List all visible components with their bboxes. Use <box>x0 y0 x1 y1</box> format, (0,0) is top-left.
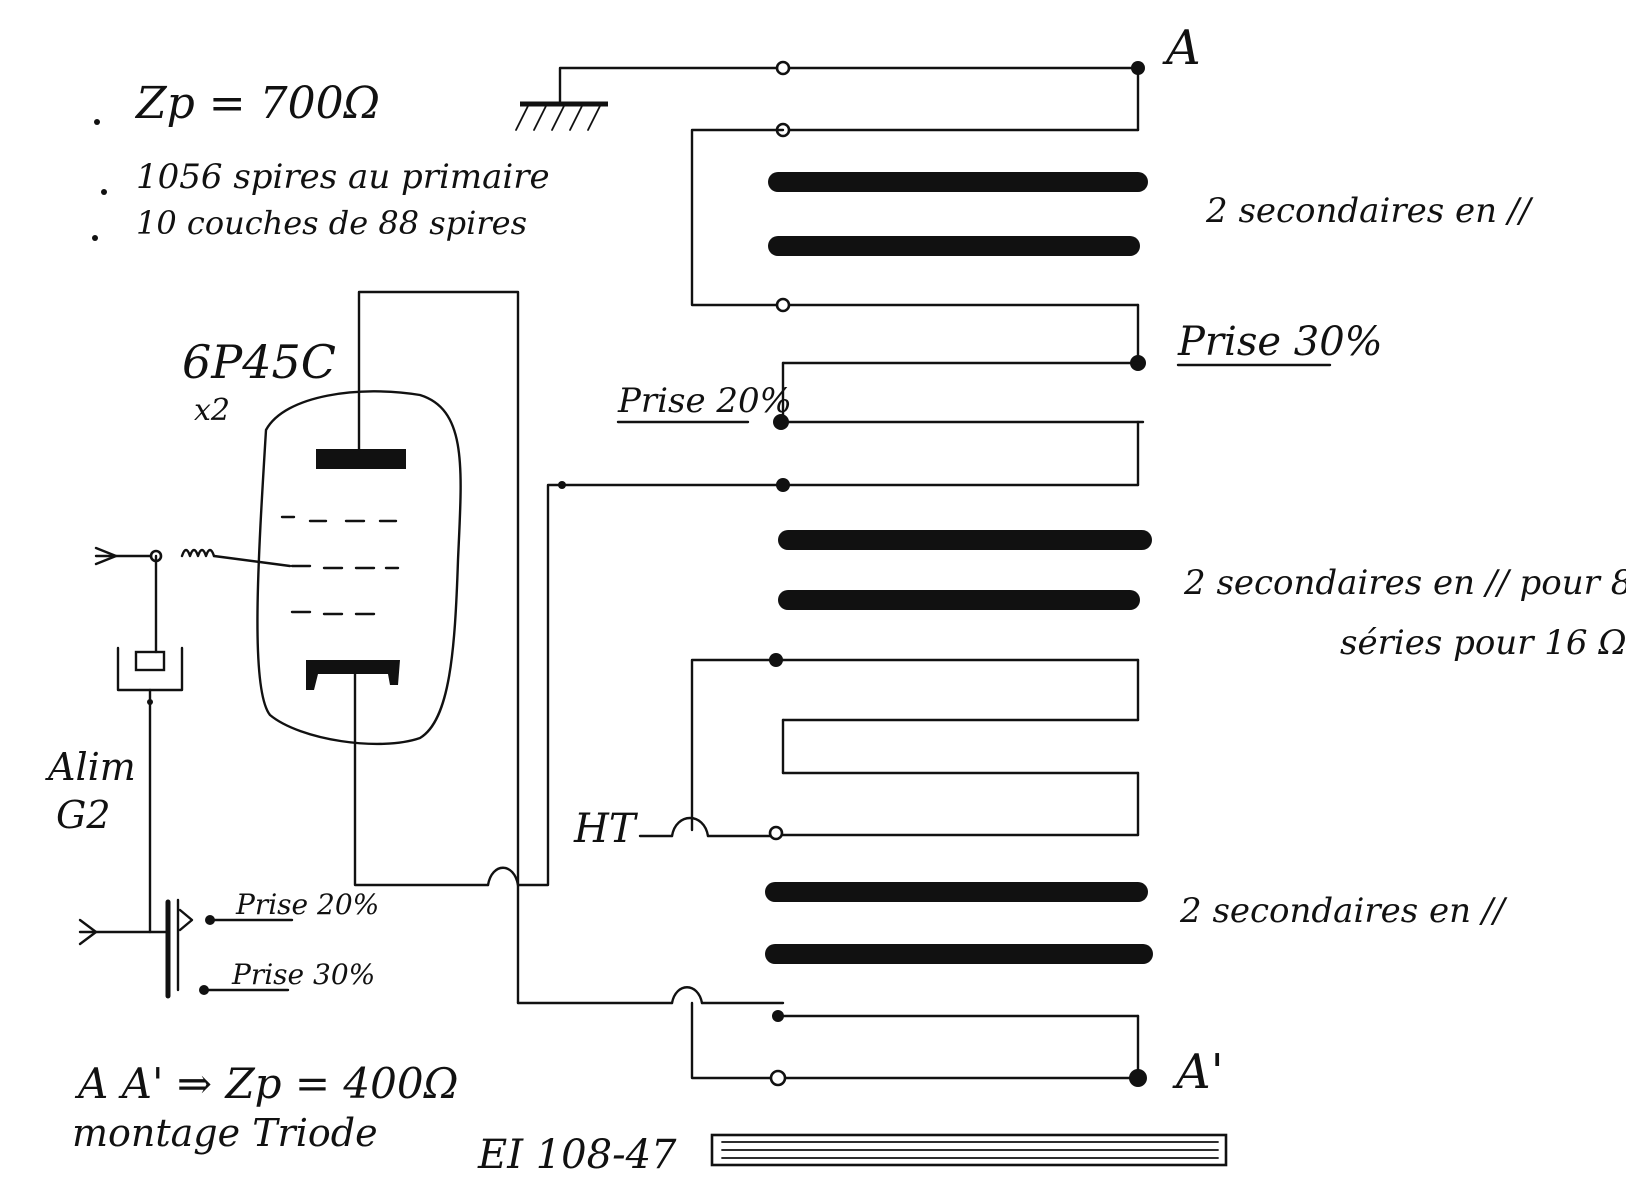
tap-20-dot <box>773 414 789 430</box>
notes-block: Zp = 700Ω 1056 spires au primaire 10 cou… <box>92 78 550 242</box>
secondary-group-1-label: 2 secondaires en // <box>1205 191 1534 231</box>
tube-plate <box>316 449 406 469</box>
tube-count: x2 <box>194 393 230 428</box>
secondary-group-2-label: 2 secondaires en // pour 8 Ω <box>1183 563 1626 603</box>
bullet-icon <box>101 189 107 195</box>
terminal-a-prime-dot <box>1129 1069 1147 1087</box>
cathode-to-winding-wire <box>516 483 785 887</box>
tap-30-label: Prise 30% <box>1177 319 1383 365</box>
grid-input <box>94 546 292 934</box>
switch-tap-30-label: Prise 30% <box>231 958 375 991</box>
tube-grids <box>280 515 400 616</box>
ground-icon <box>515 66 785 131</box>
tube-cathode <box>306 660 400 690</box>
terminal-a-prime-label: A' <box>1172 1044 1224 1100</box>
winding-stack: HT <box>573 60 1153 1087</box>
switch-tap-20-label: Prise 20% <box>235 888 379 921</box>
note-primary-turns: 1056 spires au primaire <box>136 157 550 197</box>
alim-label: Alim <box>45 745 136 789</box>
bullet-icon <box>92 235 98 241</box>
tube-envelope <box>256 390 462 746</box>
plate-wire <box>357 290 520 1005</box>
tube-block: 6P45C x2 <box>45 290 785 1005</box>
tap-20-label: Prise 20% <box>617 381 792 421</box>
result-mode: montage Triode <box>72 1111 378 1155</box>
tube-name: 6P45C <box>182 335 336 389</box>
secondary-group-2-series-label: séries pour 16 Ω <box>1340 623 1626 663</box>
cathode-wire <box>353 672 490 887</box>
terminal-a-label: A <box>1162 20 1201 76</box>
note-layers: 10 couches de 88 spires <box>136 204 527 242</box>
wire-crossover <box>486 866 520 887</box>
ht-label: HT <box>573 806 639 852</box>
bullet-icon <box>94 119 100 125</box>
g2-switch[interactable] <box>78 898 194 999</box>
secondary-group-3-label: 2 secondaires en // <box>1179 891 1508 931</box>
core-outline <box>710 1133 1228 1167</box>
core-label: EI 108-47 <box>477 1132 677 1178</box>
g2-label: G2 <box>56 793 111 837</box>
note-impedance: Zp = 700Ω <box>134 78 380 129</box>
wire-crossover <box>670 986 704 1005</box>
terminal-a-dot <box>1131 61 1145 75</box>
result-impedance: A A' ⇒ Zp = 400Ω <box>74 1059 458 1108</box>
